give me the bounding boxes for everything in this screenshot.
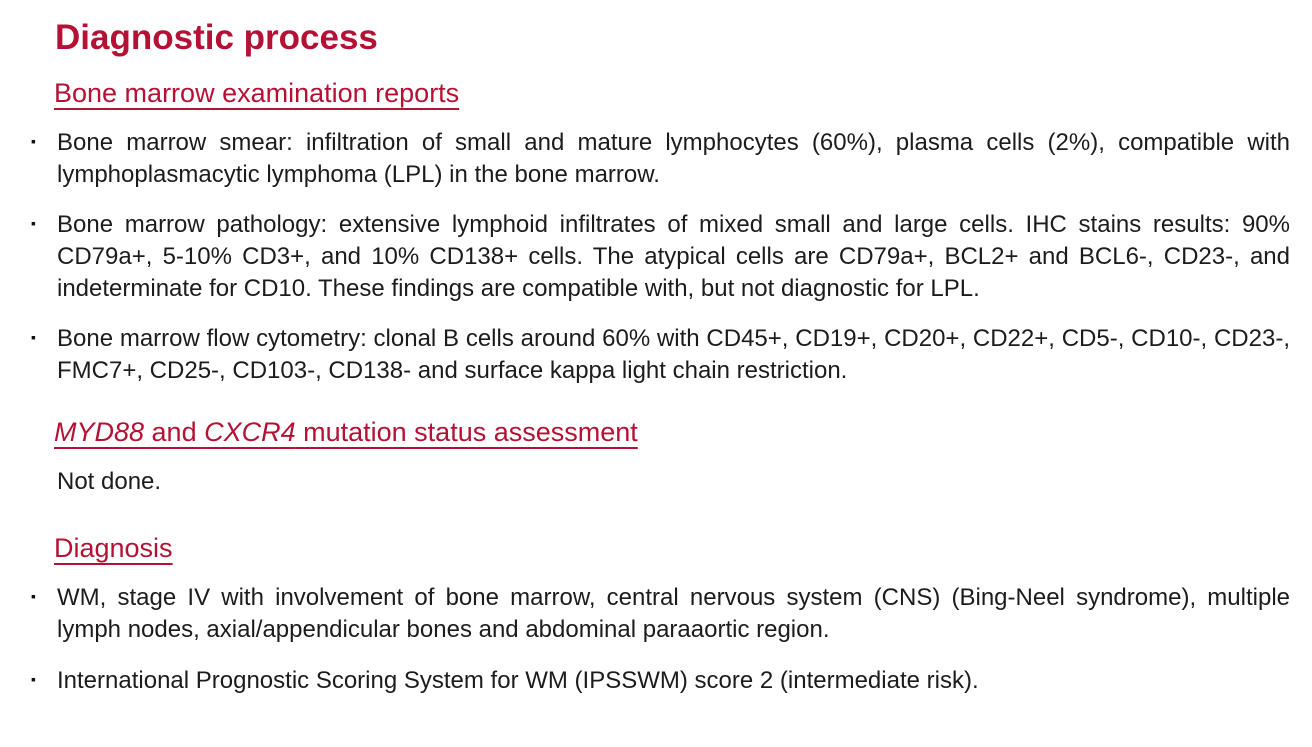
bullet-icon: ▪: [31, 670, 36, 687]
bullet-list-diagnosis: ▪ WM, stage IV with involvement of bone m…: [31, 582, 1290, 697]
slide-title: Diagnostic process: [55, 18, 378, 57]
bullet-icon: ▪: [31, 329, 36, 346]
bullet-text: Bone marrow smear: infiltration of small…: [57, 129, 1290, 188]
gene-name-myd88: MYD88: [54, 416, 145, 447]
list-item: ▪ Bone marrow flow cytometry: clonal B ce…: [31, 323, 1290, 386]
mutation-status-result: Not done.: [57, 467, 162, 495]
section-bone-marrow-reports: Bone marrow examination reports ▪ Bone ma…: [31, 78, 1290, 387]
bullet-list-bone-marrow: ▪ Bone marrow smear: infiltration of smal…: [31, 127, 1290, 387]
bullet-text: Bone marrow flow cytometry: clonal B cel…: [57, 325, 1290, 385]
section-heading-diagnosis: Diagnosis: [54, 533, 173, 564]
bullet-text: International Prognostic Scoring System …: [57, 666, 979, 694]
section-heading-mutation-status: MYD88 and CXCR4 mutation status assessme…: [54, 417, 1290, 448]
bullet-icon: ▪: [31, 133, 36, 149]
bullet-icon: ▪: [31, 588, 36, 605]
bullet-text: WM, stage IV with involvement of bone ma…: [57, 584, 1290, 644]
slide: Diagnostic process Bone marrow examinati…: [31, 18, 1290, 697]
bullet-icon: ▪: [31, 215, 36, 232]
bullet-text: Bone marrow pathology: extensive lymphoi…: [57, 211, 1290, 302]
section-diagnosis: Diagnosis ▪ WM, stage IV with involvement…: [31, 533, 1290, 697]
section-mutation-status: MYD88 and CXCR4 mutation status assessme…: [54, 417, 1290, 498]
gene-name-cxcr4: CXCR4: [204, 416, 296, 447]
list-item: ▪ WM, stage IV with involvement of bone m…: [31, 582, 1290, 645]
section-heading-bone-marrow: Bone marrow examination reports: [54, 78, 460, 108]
list-item: ▪ International Prognostic Scoring System…: [31, 665, 1290, 697]
list-item: ▪ Bone marrow pathology: extensive lympho…: [31, 209, 1290, 304]
list-item: ▪ Bone marrow smear: infiltration of smal…: [31, 127, 1290, 190]
heading-rest: mutation status assessment: [295, 416, 638, 447]
heading-connector: and: [144, 416, 205, 447]
